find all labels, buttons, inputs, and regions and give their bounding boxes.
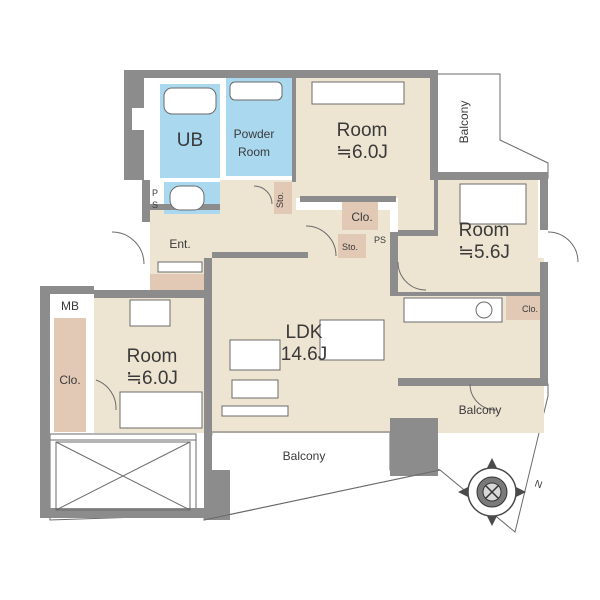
entrance-label: Ent. bbox=[169, 237, 190, 251]
bed-east-icon bbox=[459, 183, 527, 225]
door-swings bbox=[95, 185, 579, 411]
sto-hall-label: Sto. bbox=[342, 242, 358, 252]
bedroom-west-name: Room bbox=[127, 346, 178, 367]
stove-icon bbox=[475, 301, 493, 319]
bedroom-east-name: Room bbox=[459, 220, 510, 241]
structural-guides bbox=[50, 431, 441, 521]
bedroom-north-name: Room bbox=[337, 120, 388, 141]
sto-bath-label: Sto. bbox=[275, 192, 285, 208]
balcony-northeast-label: Balcony bbox=[457, 101, 471, 144]
fixtures bbox=[119, 81, 527, 429]
closet-north-label: Clo. bbox=[351, 210, 372, 224]
mb-label: MB bbox=[61, 299, 79, 313]
ldk-name: LDK bbox=[286, 322, 323, 343]
toilet-icon bbox=[169, 185, 205, 211]
bedroom-west-size: ≒6.0J bbox=[126, 368, 178, 389]
sofa-icon bbox=[229, 339, 281, 371]
sink-icon bbox=[229, 81, 283, 101]
desk-icon bbox=[129, 299, 171, 327]
bedroom-east-size: ≒5.6J bbox=[458, 242, 510, 263]
powder-room-label-line2: Room bbox=[238, 145, 270, 159]
bathtub-icon bbox=[163, 87, 217, 115]
ldk-size: 14.6J bbox=[281, 344, 327, 365]
balcony-south-label: Balcony bbox=[283, 449, 326, 463]
powder-room-label-line1: Powder bbox=[234, 127, 275, 141]
shoe-rack-icon bbox=[157, 261, 203, 273]
coffee-table-icon bbox=[231, 379, 279, 399]
compass-north-label: N bbox=[533, 478, 544, 491]
ps-bath-label-p: P bbox=[152, 188, 158, 198]
ps-hall-label: PS bbox=[374, 235, 386, 245]
compass-icon: N bbox=[458, 458, 544, 526]
closet-areas bbox=[54, 182, 542, 432]
closet-west-label: Clo. bbox=[59, 373, 80, 387]
hatched-balcony-box bbox=[55, 441, 191, 511]
dining-table-icon bbox=[319, 319, 385, 361]
balcony-southeast-label: Balcony bbox=[459, 403, 502, 417]
bedroom-north-size: ≒6.0J bbox=[336, 142, 388, 163]
closet-east-label: Clo. bbox=[522, 304, 538, 314]
ps-bath-label-s: S bbox=[152, 200, 158, 210]
room-ub-label: UB bbox=[177, 130, 203, 151]
bed-north-icon bbox=[311, 81, 405, 105]
walls bbox=[40, 70, 548, 520]
bed-west-icon bbox=[119, 391, 203, 429]
tv-board-icon bbox=[221, 405, 289, 417]
